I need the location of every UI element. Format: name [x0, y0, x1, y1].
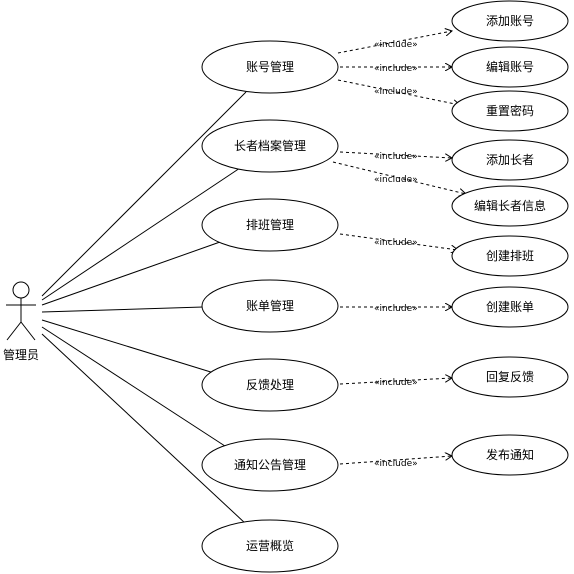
use-case-schedule-management	[201, 198, 339, 252]
association-line	[41, 306, 204, 313]
use-case-notice-management	[201, 438, 339, 492]
sub-use-case-label: 添加长者	[486, 153, 534, 167]
association-line	[41, 241, 221, 306]
include-label: «include»	[374, 40, 418, 50]
use-case-bill-management	[201, 279, 339, 333]
include-label: «include»	[374, 378, 418, 388]
use-case-account-management	[201, 40, 339, 94]
include-labels: «include» «include» «include» «include» …	[374, 40, 418, 469]
sub-use-case-publish-notice	[451, 434, 569, 476]
include-arrow	[339, 151, 452, 158]
use-case-label: 账单管理	[246, 298, 294, 313]
include-label: «include»	[374, 87, 418, 97]
use-case-label: 排班管理	[246, 217, 294, 232]
sub-use-case-edit-account	[451, 46, 569, 88]
use-case-label: 通知公告管理	[234, 457, 306, 472]
include-label: «include»	[374, 175, 418, 185]
sub-use-case-label: 回复反馈	[486, 370, 534, 384]
use-case-feedback-handling	[201, 358, 339, 412]
include-arrow	[339, 233, 458, 250]
actor-label: 管理员	[3, 347, 39, 362]
use-case-operations-overview	[201, 519, 339, 573]
sub-use-case-add-elder	[451, 139, 569, 181]
sub-use-case-add-account	[451, 0, 569, 42]
include-label: «include»	[374, 238, 418, 248]
association-line	[41, 333, 247, 525]
sub-use-case-create-bill	[451, 286, 569, 328]
sub-use-case-reply-feedback	[451, 356, 569, 398]
sub-use-case-reset-password	[451, 90, 569, 132]
sub-use-case-label: 重置密码	[486, 103, 534, 118]
use-case-label: 账号管理	[246, 59, 294, 74]
actor-stick-figure	[6, 281, 36, 341]
include-arrows	[332, 31, 466, 465]
include-arrow	[339, 378, 452, 385]
association-line	[41, 91, 247, 297]
use-case-label: 反馈处理	[246, 378, 294, 392]
use-case-label: 运营概览	[246, 538, 294, 553]
sub-use-case-edit-elder-info	[451, 185, 569, 227]
association-line	[41, 326, 229, 449]
include-label: «include»	[374, 152, 418, 162]
use-case-elder-archive-management	[201, 119, 339, 173]
include-arrow	[337, 79, 460, 105]
sub-use-case-label: 编辑长者信息	[474, 198, 546, 213]
include-label: «include»	[374, 64, 418, 74]
include-arrow	[337, 31, 452, 54]
include-label: «include»	[374, 304, 418, 314]
association-line	[41, 167, 241, 301]
sub-use-case-label: 发布通知	[486, 447, 534, 462]
use-case-label: 长者档案管理	[234, 138, 306, 153]
sub-use-case-label: 创建排班	[486, 249, 534, 263]
association-lines	[41, 91, 247, 525]
sub-use-case-label: 添加账号	[486, 14, 534, 28]
sub-use-case-label: 创建账单	[486, 300, 534, 314]
association-line	[41, 319, 215, 374]
include-arrow	[339, 456, 452, 465]
sub-use-case-label: 编辑账号	[486, 59, 534, 74]
sub-use-case-create-schedule	[451, 235, 569, 277]
include-arrow	[332, 161, 466, 194]
include-label: «include»	[374, 459, 418, 469]
